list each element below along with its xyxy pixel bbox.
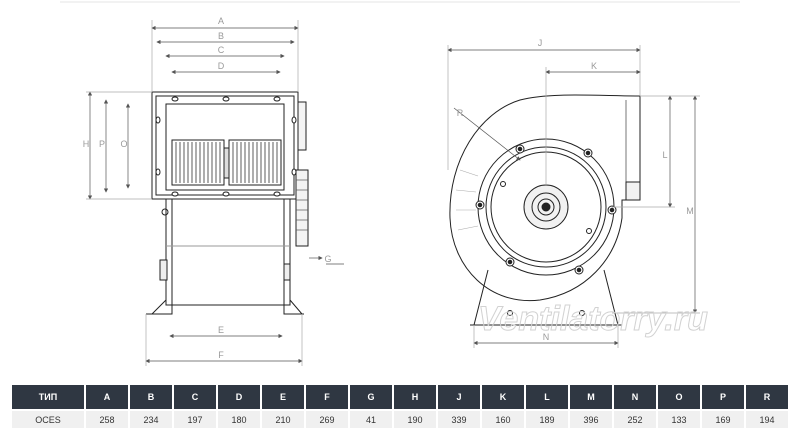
table-header-cell: L: [526, 385, 568, 409]
dim-label-b: B: [218, 31, 224, 41]
table-header-cell: A: [86, 385, 128, 409]
dim-label-r: R: [457, 108, 464, 118]
front-view: [146, 91, 309, 315]
table-header-cell: H: [394, 385, 436, 409]
dim-label-p: P: [99, 139, 105, 149]
table-cell: 169: [702, 409, 744, 428]
table-header-cell: K: [482, 385, 524, 409]
table-cell: 194: [746, 409, 788, 428]
technical-drawing: A B C D E F G H P O J K L M N R Ventilat…: [60, 1, 740, 366]
dim-label-j: J: [538, 38, 543, 48]
dim-label-l: L: [662, 150, 667, 160]
table-header-cell: J: [438, 385, 480, 409]
table-cell: 41: [350, 409, 392, 428]
table-header-cell: E: [262, 385, 304, 409]
front-dimensions: [86, 20, 344, 366]
table-row-label: OCES: [12, 409, 84, 428]
table-header-cell: O: [658, 385, 700, 409]
table-cell: 234: [130, 409, 172, 428]
dimensions-table: ТИП A B C D E F G H J K L M N O P R OCES…: [10, 385, 790, 428]
dim-label-e: E: [218, 325, 224, 335]
table-header-cell: D: [218, 385, 260, 409]
table-header-cell: P: [702, 385, 744, 409]
table-header-row: ТИП A B C D E F G H J K L M N O P R: [12, 385, 788, 409]
table-cell: 252: [614, 409, 656, 428]
table-cell: 190: [394, 409, 436, 428]
table-cell: 197: [174, 409, 216, 428]
table-cell: 258: [86, 409, 128, 428]
dimension-letters: A B C D E F G H P O J K L M N R: [83, 16, 694, 360]
dim-label-g: G: [324, 254, 331, 264]
table-row: OCES 258 234 197 180 210 269 41 190 339 …: [12, 409, 788, 428]
table-header-cell: N: [614, 385, 656, 409]
table-header-cell: G: [350, 385, 392, 409]
table-header-type: ТИП: [12, 385, 84, 409]
dim-label-c: C: [218, 45, 225, 55]
table-cell: 210: [262, 409, 304, 428]
dim-label-f: F: [218, 350, 224, 360]
table-header-cell: F: [306, 385, 348, 409]
dim-label-k: K: [591, 61, 597, 71]
dim-label-m: M: [686, 206, 694, 216]
side-dimensions: [447, 45, 700, 348]
table-header-cell: M: [570, 385, 612, 409]
dim-label-h: H: [83, 139, 90, 149]
dim-label-d: D: [218, 61, 225, 71]
table-cell: 339: [438, 409, 480, 428]
side-view: [449, 94, 641, 326]
table-cell: 133: [658, 409, 700, 428]
dim-label-o: O: [120, 139, 127, 149]
table-cell: 269: [306, 409, 348, 428]
table-cell: 180: [218, 409, 260, 428]
watermark: Ventilatorry.ru: [478, 300, 708, 338]
table-header-cell: C: [174, 385, 216, 409]
dim-label-n: N: [543, 332, 550, 342]
table-header-cell: B: [130, 385, 172, 409]
table-cell: 160: [482, 409, 524, 428]
table-cell: 189: [526, 409, 568, 428]
table-header-cell: R: [746, 385, 788, 409]
dim-label-a: A: [218, 16, 224, 26]
table-cell: 396: [570, 409, 612, 428]
